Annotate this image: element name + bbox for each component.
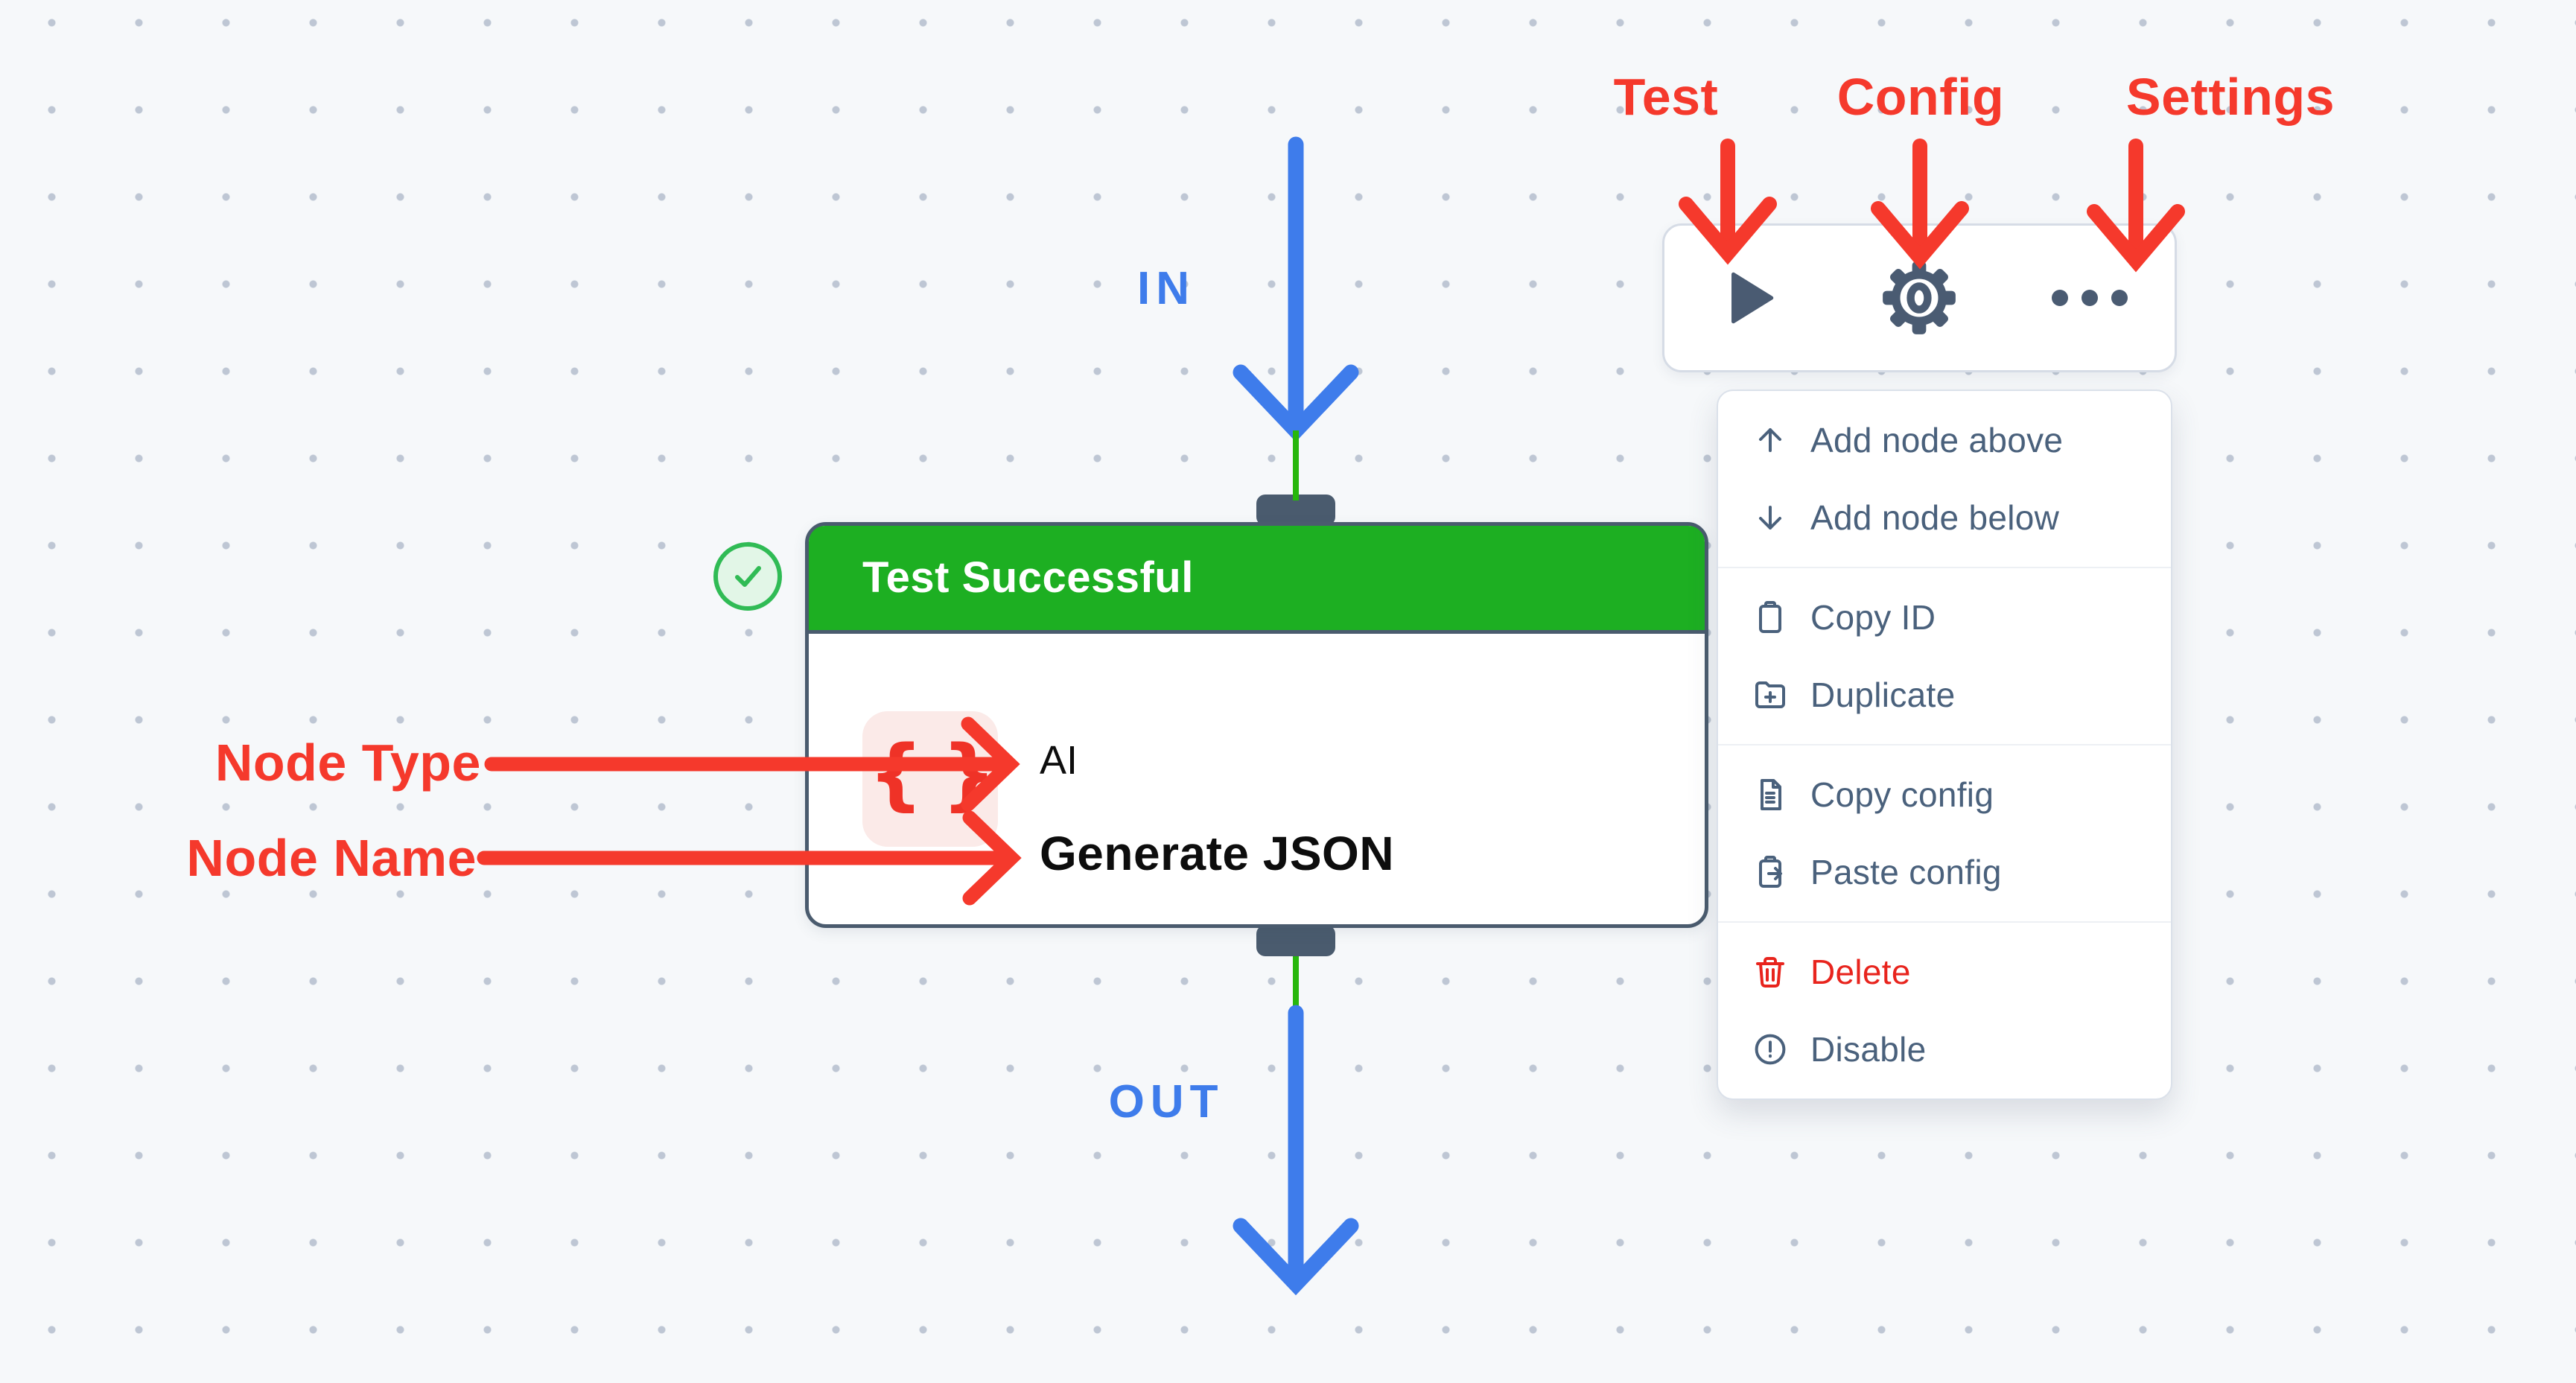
menu-group: Copy ID Duplicate [1718, 568, 2171, 744]
node-type-tile: { } [862, 711, 998, 847]
in-port-label: IN [1137, 263, 1195, 314]
arrow-up-icon [1752, 422, 1788, 458]
menu-item-add-node-above[interactable]: Add node above [1718, 401, 2171, 479]
ellipsis-icon [2051, 290, 2128, 306]
test-success-badge [713, 542, 782, 611]
config-button[interactable] [1834, 226, 2004, 370]
play-icon [1731, 272, 1774, 324]
out-edge-arrow [1233, 1005, 1359, 1296]
clipboard-icon [1752, 600, 1788, 635]
menu-divider [1718, 567, 2171, 568]
alert-circle-icon [1752, 1031, 1788, 1067]
menu-item-duplicate[interactable]: Duplicate [1718, 656, 2171, 734]
menu-item-delete[interactable]: Delete [1718, 933, 2171, 1011]
menu-divider [1718, 921, 2171, 923]
menu-item-label: Copy ID [1810, 598, 1936, 637]
check-circle-icon [735, 566, 761, 587]
node-status-banner: Test Successful [809, 526, 1705, 634]
menu-item-label: Duplicate [1810, 675, 1956, 714]
clipboard-paste-icon [1752, 854, 1788, 890]
menu-item-label: Disable [1810, 1030, 1927, 1069]
workflow-node[interactable]: Test Successful { } AI Generate JSON [805, 522, 1708, 928]
config-annotation-label: Config [1836, 68, 2005, 126]
menu-item-disable[interactable]: Disable [1718, 1011, 2171, 1088]
menu-item-paste-config[interactable]: Paste config [1718, 833, 2171, 911]
node-input-handle[interactable] [1256, 495, 1335, 526]
trash-icon [1752, 954, 1788, 990]
node-name-annotation-label: Node Name [186, 829, 477, 887]
menu-divider [1718, 744, 2171, 745]
node-name-text: Generate JSON [1040, 827, 1395, 880]
menu-item-label: Add node above [1810, 421, 2064, 460]
menu-item-label: Copy config [1810, 775, 1994, 814]
node-toolbar [1662, 223, 2177, 372]
node-output-handle[interactable] [1256, 925, 1335, 956]
menu-item-copy-config[interactable]: Copy config [1718, 756, 2171, 833]
test-annotation-label: Test [1613, 68, 1719, 126]
test-run-button[interactable] [1664, 226, 1834, 370]
menu-item-add-node-below[interactable]: Add node below [1718, 479, 2171, 556]
settings-annotation-label: Settings [2125, 68, 2335, 126]
node-type-annotation-label: Node Type [214, 734, 481, 792]
arrow-down-icon [1752, 500, 1788, 535]
menu-item-label: Add node below [1810, 498, 2060, 537]
curly-braces-icon: { } [868, 728, 996, 819]
out-port-label: OUT [1108, 1076, 1224, 1128]
gear-icon [1883, 261, 1956, 334]
file-text-icon [1752, 777, 1788, 813]
settings-button[interactable] [2005, 226, 2175, 370]
menu-item-label: Paste config [1810, 853, 2002, 891]
node-type-text: AI [1040, 738, 1078, 783]
menu-item-label: Delete [1810, 953, 1911, 991]
folder-plus-icon [1752, 677, 1788, 713]
menu-item-copy-id[interactable]: Copy ID [1718, 579, 2171, 656]
node-status-text: Test Successful [862, 553, 1194, 602]
